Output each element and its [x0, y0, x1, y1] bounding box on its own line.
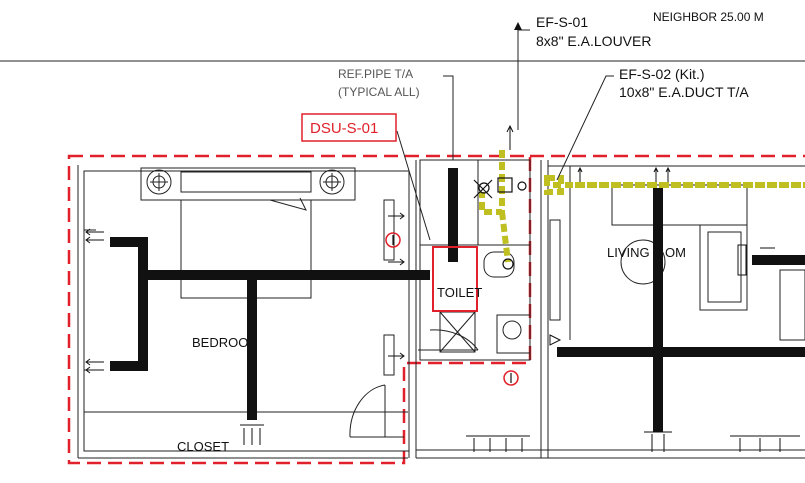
ef2-desc: 10x8" E.A.DUCT T/A	[619, 84, 749, 100]
room-label-toilet: TOILET	[437, 285, 482, 300]
bedside-lamps	[146, 169, 345, 195]
ref-pipe-note: (TYPICAL ALL)	[338, 85, 420, 99]
room-label-living-tail: OM	[665, 245, 686, 260]
ef2-tag: EF-S-02 (Kit.)	[619, 66, 705, 82]
unit-boundary	[67, 154, 805, 465]
room-label-closet: CLOSET	[177, 439, 229, 454]
ref-pipe-label: REF.PIPE T/A	[338, 67, 413, 81]
supply-duct	[110, 168, 805, 432]
exhaust-fan-icon	[473, 177, 527, 270]
ef1-desc: 8x8" E.A.LOUVER	[536, 33, 651, 49]
room-label-bedroom: BEDROO	[192, 335, 248, 350]
neighbor-note: NEIGHBOR 25.00 M	[653, 10, 764, 24]
diffuser-arrows	[85, 124, 800, 452]
dsu-unit[interactable]	[432, 246, 478, 312]
room-label-living: LIVING R	[607, 245, 663, 260]
walls	[77, 159, 805, 459]
ef1-tag: EF-S-01	[536, 14, 588, 30]
dsu-tag-label: DSU-S-01	[310, 120, 378, 137]
smoke-detector-icon	[385, 232, 519, 386]
dsu-tag-box[interactable]	[301, 113, 397, 142]
